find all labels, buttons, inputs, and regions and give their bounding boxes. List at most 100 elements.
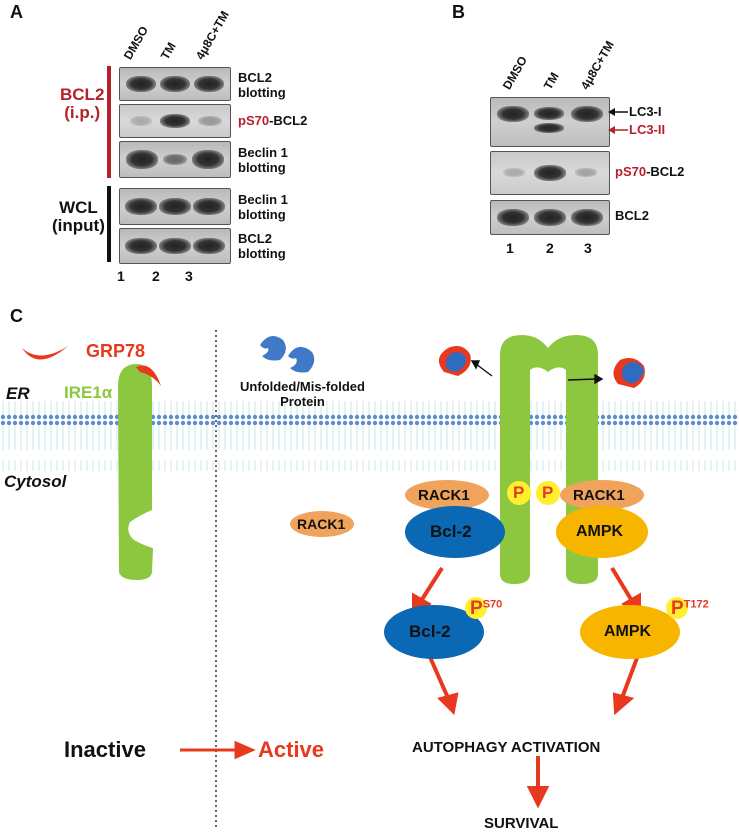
activation-arrows <box>412 566 642 809</box>
ampk-bottom-label: AMPK <box>604 623 652 640</box>
panel-b-lane-number-3: 3 <box>584 240 592 256</box>
rack1-left-shape <box>405 480 489 510</box>
bcl2-top-shape <box>405 506 505 558</box>
inactive-label: Inactive <box>64 737 146 762</box>
grp78-bound <box>136 365 161 386</box>
band <box>159 198 191 215</box>
band <box>163 154 187 165</box>
panel-a-letter: A <box>10 2 23 22</box>
grp78-free-crescent <box>22 346 68 360</box>
wcl-bracket <box>107 186 111 262</box>
survival-label: SURVIVAL <box>484 815 559 832</box>
band <box>160 114 190 128</box>
release-arrows <box>470 360 604 385</box>
phospho-p-right: P <box>542 483 554 502</box>
row-label-line: blotting <box>238 246 286 261</box>
label-bcl2-b: BCL2 <box>615 208 649 223</box>
bcl2-suffix: -BCL2 <box>269 113 308 128</box>
row-label-line: blotting <box>238 160 286 175</box>
blot-a-ps70 <box>119 104 231 138</box>
row-label-ps70-bcl2: pS70-BCL2 <box>238 113 307 128</box>
wcl-line1: WCL <box>59 198 98 217</box>
bcl2-bottom-label: Bcl-2 <box>409 622 451 641</box>
label-lc3-ii: LC3-II <box>629 122 666 137</box>
band <box>193 198 225 215</box>
ps70-sup: S70 <box>482 598 503 611</box>
released-grp78-right-icon <box>613 358 645 388</box>
ire1a-label: IRE1α <box>64 383 113 402</box>
bcl2-suffix: -BCL2 <box>646 164 685 179</box>
band <box>126 76 156 92</box>
panel-a-group-bcl2-ip: BCL2 (i.p.) <box>60 86 104 122</box>
ps70-text: pS70 <box>615 164 647 179</box>
band <box>192 150 224 169</box>
phospho-circle-bcl2 <box>465 597 487 619</box>
rack1-free-label: RACK1 <box>297 516 346 532</box>
row-label-line: BCL2 <box>238 231 272 246</box>
blot-b-lc3 <box>490 97 610 147</box>
panel-a-lane-number-3: 3 <box>185 268 193 284</box>
bcl2-ip-line2: (i.p.) <box>64 103 101 122</box>
rack1-free-shape <box>290 511 354 537</box>
pt172-phospho-label: PT172 <box>671 598 709 620</box>
band <box>130 116 152 126</box>
phospho-circle-right <box>536 481 560 505</box>
row-label-line: Beclin 1 <box>238 145 288 160</box>
panel-a-lane-number-2: 2 <box>152 268 160 284</box>
bcl2-ip-line1: BCL2 <box>60 85 105 104</box>
rack1-left-label: RACK1 <box>418 487 470 504</box>
panel-b-lane-number-2: 2 <box>546 240 554 256</box>
p-letter: P <box>671 598 684 619</box>
band <box>575 168 597 177</box>
panel-b-lane-number-1: 1 <box>506 240 514 256</box>
ps70-text: pS70 <box>238 113 270 128</box>
band <box>193 238 225 254</box>
band <box>503 168 525 177</box>
blot-b-ps70 <box>490 151 610 195</box>
bcl2-bottom-shape <box>384 605 484 659</box>
inactive-to-active-arrow <box>180 740 256 760</box>
panel-b-arrows <box>608 108 628 134</box>
ampk-top-label: AMPK <box>576 523 624 540</box>
phospho-circle-left <box>507 481 531 505</box>
row-label-bcl2-wcl: BCL2 blotting <box>238 231 286 261</box>
rack1-right-label: RACK1 <box>573 487 625 504</box>
released-grp78-left-icon <box>438 346 471 376</box>
blot-a-bcl2-wcl <box>119 228 231 264</box>
row-label-beclin1-wcl: Beclin 1 blotting <box>238 192 288 222</box>
pt172-sup: T172 <box>683 598 709 611</box>
lc3ii-arrow-head <box>608 126 615 134</box>
band <box>125 238 157 254</box>
cytosol-label: Cytosol <box>4 472 67 491</box>
bcl2-ip-bracket <box>107 66 111 178</box>
band <box>126 150 158 169</box>
lc3i-arrow-head <box>608 108 615 116</box>
wcl-line2: (input) <box>52 216 105 235</box>
blot-a-beclin1-wcl <box>119 188 231 225</box>
band <box>497 209 529 226</box>
ampk-bottom-shape <box>580 605 680 659</box>
label-lc3-i: LC3-I <box>629 104 662 119</box>
unfolded-protein-label: Unfolded/Mis-folded Protein <box>240 379 365 409</box>
er-label: ER <box>6 384 30 403</box>
unfolded-line2: Protein <box>280 394 325 409</box>
p-letter: P <box>470 598 483 619</box>
label-ps70-bcl2-b: pS70-BCL2 <box>615 164 684 179</box>
blot-a-beclin1-ip <box>119 141 231 178</box>
ps70-phospho-label: PS70 <box>470 598 502 620</box>
ire1a-inactive <box>118 364 153 580</box>
phospho-p-left: P <box>513 483 525 502</box>
row-label-bcl2: BCL2 blotting <box>238 70 286 100</box>
phospho-circle-ampk <box>666 597 688 619</box>
row-label-line: Beclin 1 <box>238 192 288 207</box>
band <box>159 238 191 254</box>
band <box>194 76 224 92</box>
panel-c-letter: C <box>10 306 23 326</box>
ampk-top-shape <box>556 506 648 558</box>
band <box>534 107 564 120</box>
band <box>160 76 190 92</box>
row-label-line: blotting <box>238 85 286 100</box>
bcl2-top-label: Bcl-2 <box>430 522 472 541</box>
band <box>571 106 603 122</box>
